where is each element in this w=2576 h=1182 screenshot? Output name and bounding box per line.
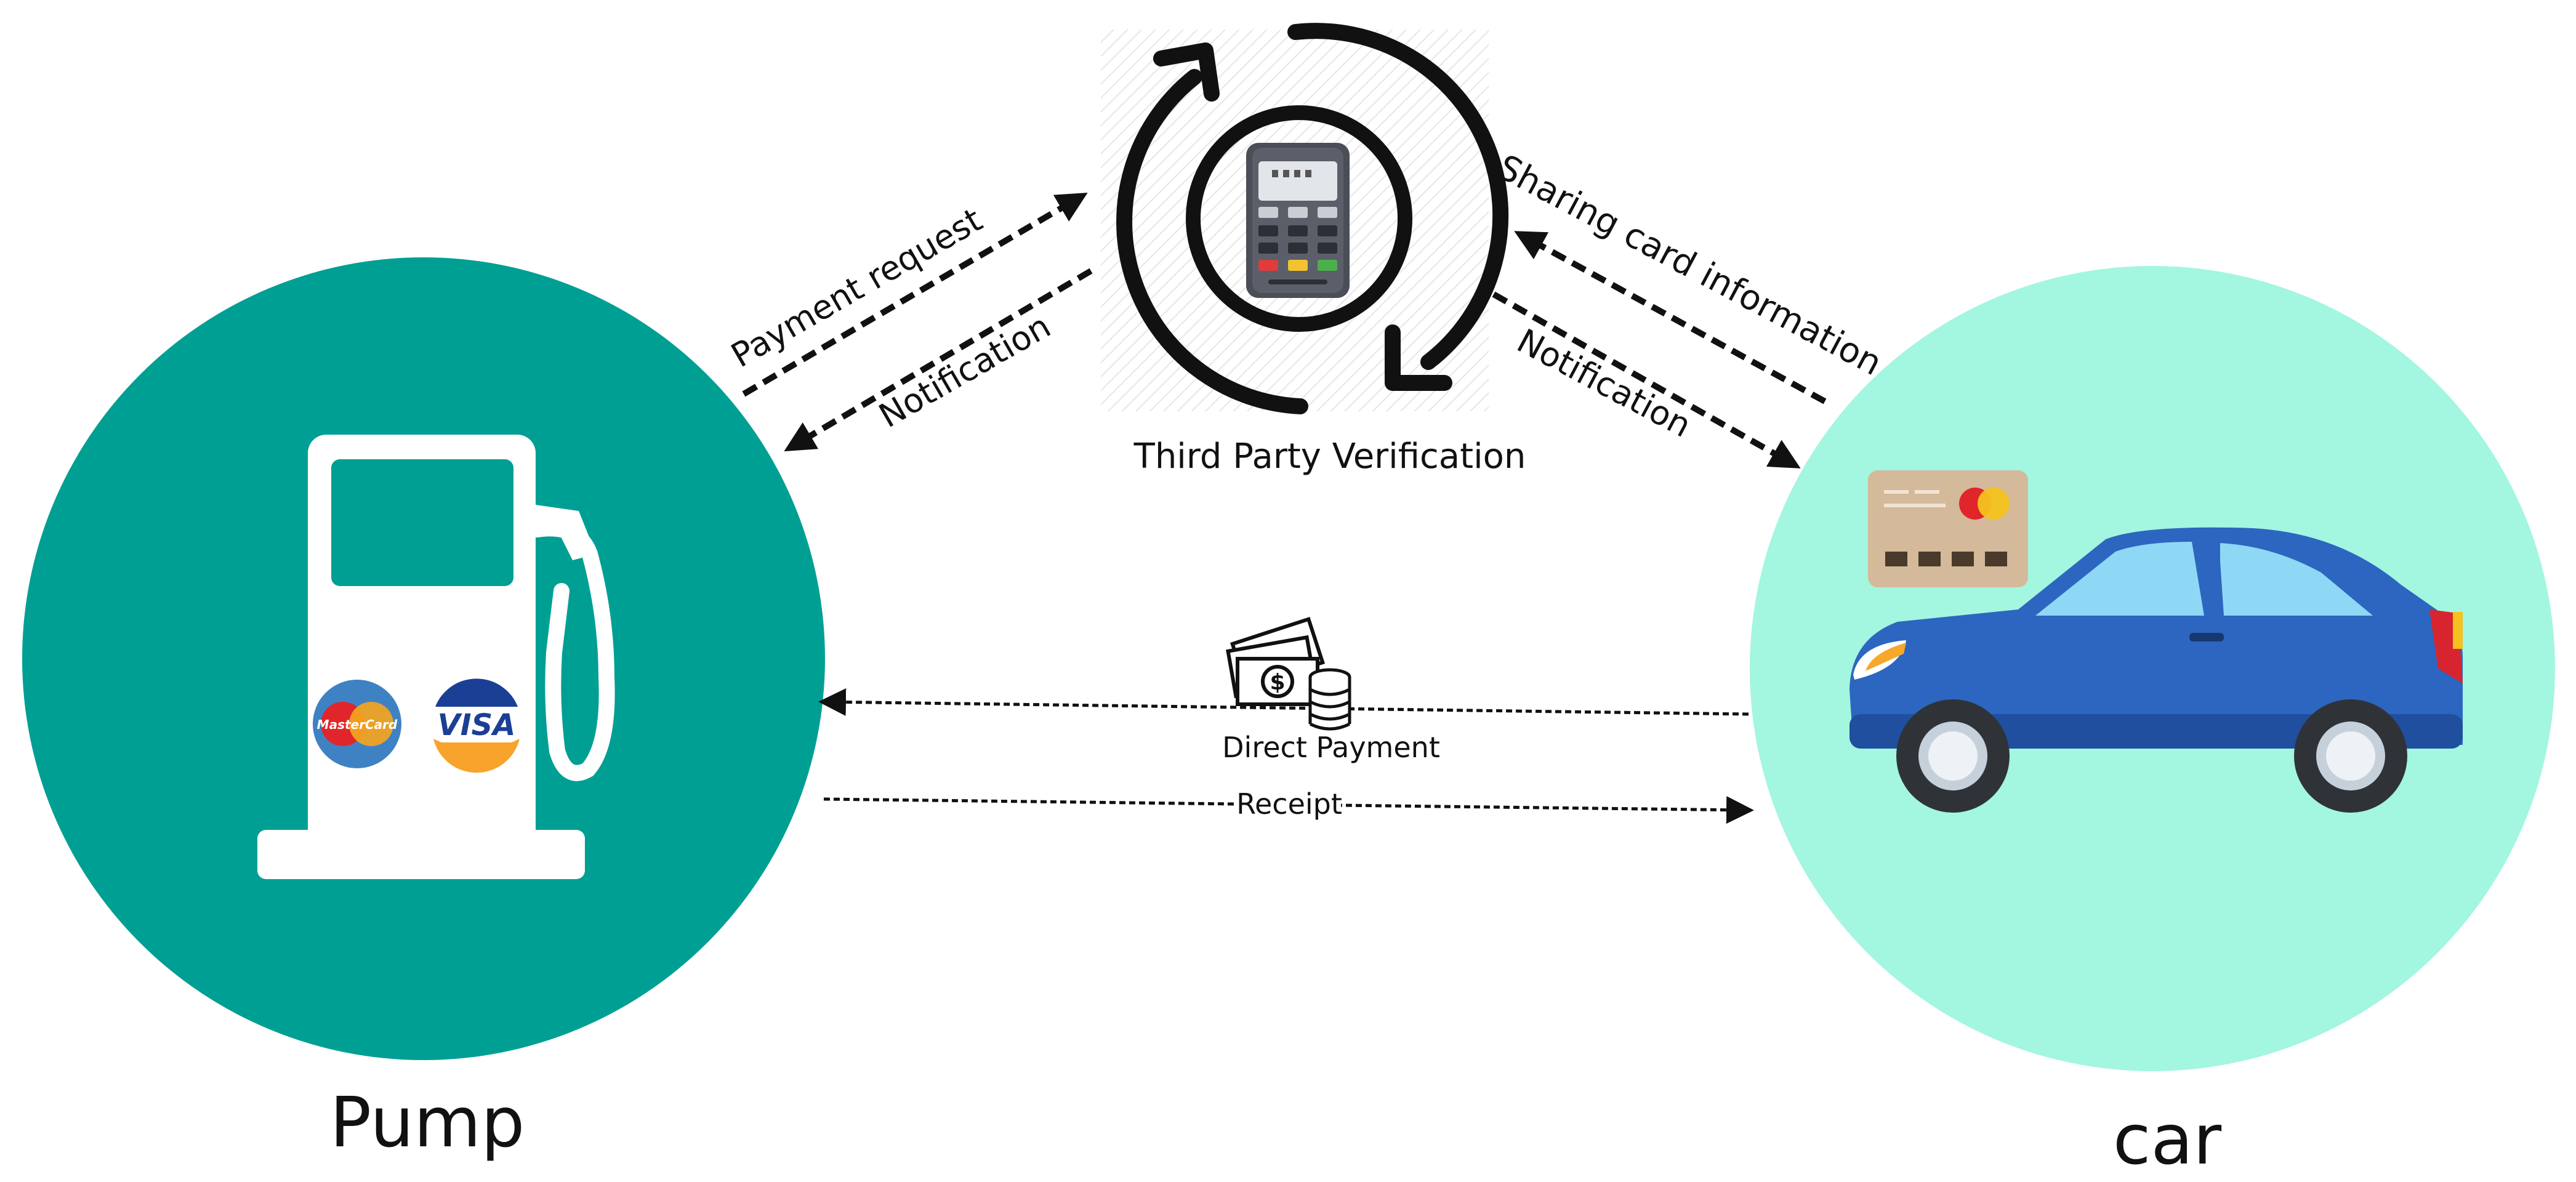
receipt-label: Receipt xyxy=(1236,787,1342,821)
car-icon xyxy=(1849,527,2463,813)
flow-receipt: Receipt xyxy=(823,787,1754,824)
mastercard-text: MasterCard xyxy=(317,717,398,732)
sharing-card-arrow xyxy=(1514,231,1827,404)
notification-car-arrow xyxy=(1492,291,1801,468)
verification-node: Third Party Verification xyxy=(1101,23,1526,476)
credit-card-icon xyxy=(1868,470,2028,587)
car-node: car xyxy=(1750,266,2555,1180)
pump-label: Pump xyxy=(330,1083,525,1163)
notification-car-label: Notification xyxy=(1511,321,1697,445)
flow-direct-payment: $ Direct Payment xyxy=(818,616,1749,764)
direct-payment-arrow xyxy=(818,688,1749,716)
pump-node: MasterCard VISA Pump xyxy=(22,257,825,1163)
svg-text:$: $ xyxy=(1270,670,1285,695)
money-icon: $ xyxy=(1226,616,1351,731)
mastercard-logo: MasterCard xyxy=(313,680,401,768)
direct-payment-label: Direct Payment xyxy=(1222,731,1440,764)
cycle-arrows-icon xyxy=(1116,23,1509,414)
visa-text: VISA xyxy=(438,708,516,742)
car-label: car xyxy=(2113,1100,2222,1180)
verification-label: Third Party Verification xyxy=(1133,436,1526,476)
visa-logo: VISA xyxy=(432,678,521,773)
pos-terminal-icon xyxy=(1246,143,1350,298)
notification-pump-arrow xyxy=(784,268,1093,452)
notification-pump-label: Notification xyxy=(872,307,1057,435)
flow-payment-request: Payment request xyxy=(725,192,1088,397)
payment-request-label: Payment request xyxy=(725,200,989,375)
receipt-arrow xyxy=(823,796,1754,824)
payment-request-arrow xyxy=(742,192,1088,397)
